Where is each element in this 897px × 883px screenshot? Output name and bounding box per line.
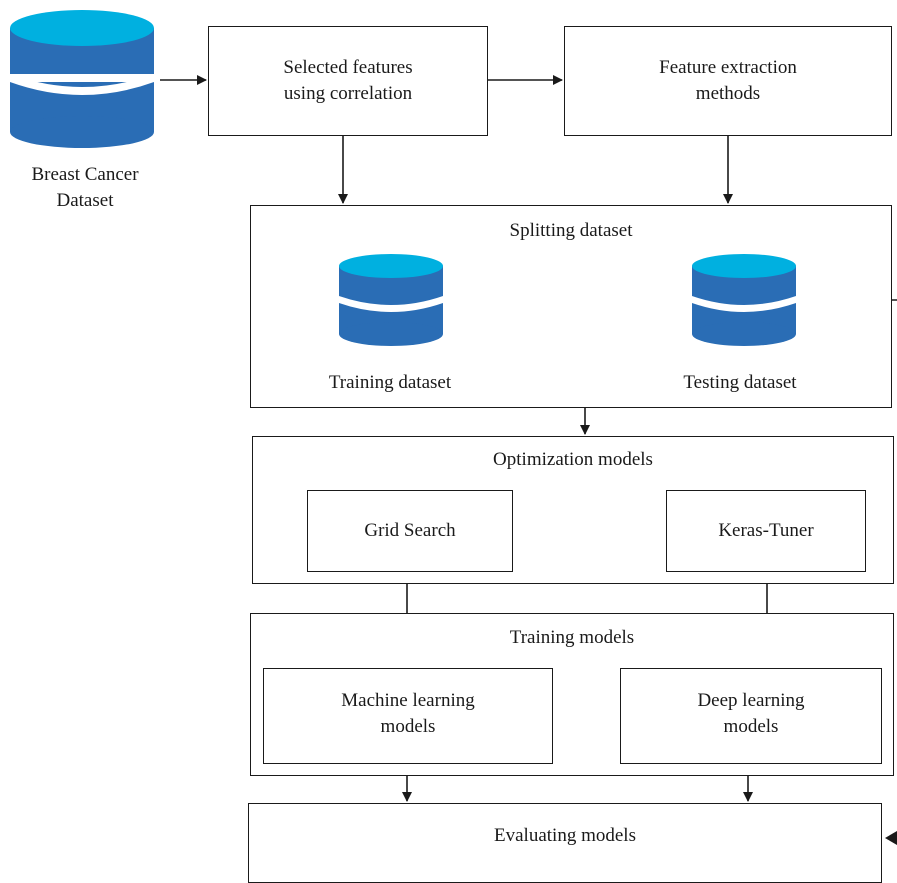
keras-tuner-label: Keras-Tuner (718, 520, 814, 541)
selected-features-box (208, 26, 488, 136)
ml-models-box (263, 668, 553, 764)
training-dataset-label: Training dataset (328, 372, 452, 393)
optimization-models-label: Optimization models (493, 449, 653, 470)
ml-models-label: Machine learning models (341, 690, 475, 737)
dl-models-label: Deep learning models (697, 690, 805, 737)
database-icon (692, 254, 796, 346)
evaluating-models-label: Evaluating models (494, 825, 636, 846)
source-dataset-label: Breast Cancer Dataset (31, 164, 139, 211)
feature-extraction-box (564, 26, 892, 136)
grid-search-box (307, 490, 513, 572)
dl-models-box (620, 668, 882, 764)
database-icon (339, 254, 443, 346)
arrow-into-evaluating-right (885, 831, 897, 845)
training-models-label: Training models (509, 627, 635, 648)
selected-features-label: Selected features using correlation (283, 57, 413, 104)
splitting-dataset-label: Splitting dataset (509, 220, 633, 241)
keras-tuner-box (666, 490, 866, 572)
feature-extraction-label: Feature extraction methods (659, 57, 797, 104)
grid-search-label: Grid Search (364, 520, 456, 541)
database-icon (10, 10, 154, 148)
testing-dataset-label: Testing dataset (683, 372, 797, 393)
